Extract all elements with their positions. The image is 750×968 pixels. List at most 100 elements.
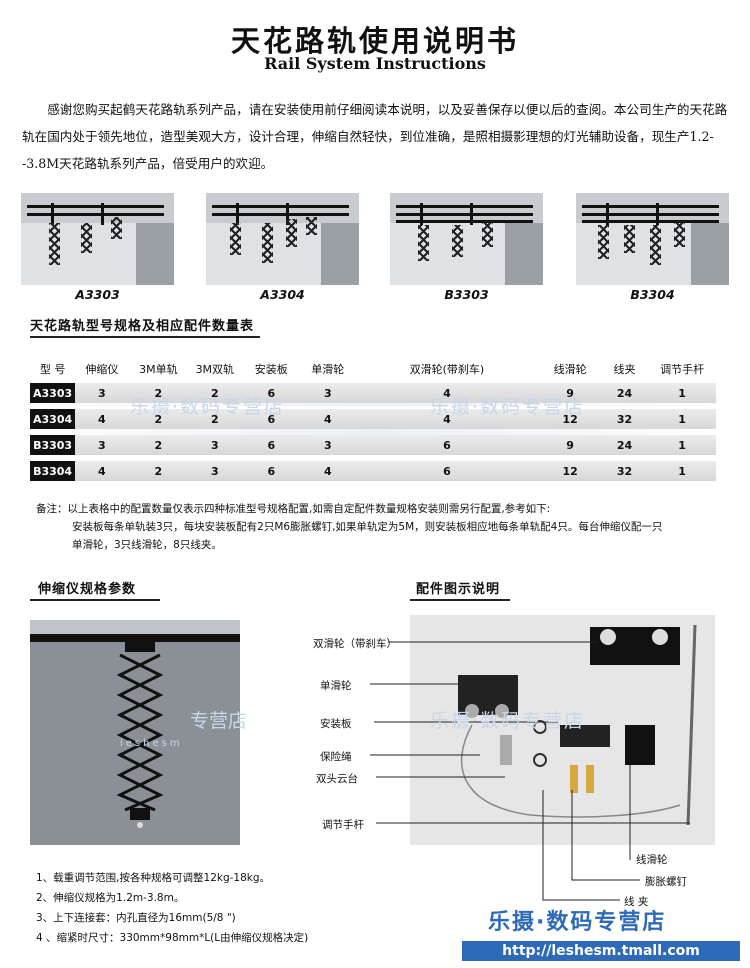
table-row: B3304 4 2 3 6 4 6 12 32 1 xyxy=(30,461,716,481)
table-header: 双滑轮(带刹车) xyxy=(409,363,485,376)
product-photo-b3303 xyxy=(390,193,543,285)
table-row: A3304 4 2 2 6 4 4 12 32 1 xyxy=(30,409,716,429)
table-cell: 2 xyxy=(188,383,242,403)
table-header: 安装板 xyxy=(254,363,288,376)
table-cell: 6 xyxy=(241,409,302,429)
table-cell: 4 xyxy=(301,409,355,429)
table-cell: 1 xyxy=(648,383,716,403)
table-cell: 9 xyxy=(539,435,601,455)
page-subtitle: Rail System Instructions xyxy=(264,54,486,73)
table-cell: 1 xyxy=(648,409,716,429)
table-title: 天花路轨型号规格及相应配件数量表 xyxy=(30,319,255,334)
label-safety-rope: 保险绳 xyxy=(320,751,352,763)
table-cell: 12 xyxy=(539,461,601,481)
spec-item: 3、上下连接套：内孔直径为16mm(5/8 ") xyxy=(36,912,236,924)
table-cell: 3 xyxy=(188,461,242,481)
table-cell: 2 xyxy=(188,409,242,429)
table-cell: 9 xyxy=(539,383,601,403)
shop-url[interactable]: http://leshesm.tmall.com xyxy=(462,941,740,961)
watermark-faint: 乐摄·数码专营店 xyxy=(430,396,586,418)
table-cell: 6 xyxy=(354,435,540,455)
table-cell: 1 xyxy=(648,435,716,455)
table-cell-model: A3303 xyxy=(30,383,76,403)
table-cell: 4 xyxy=(354,383,540,403)
table-title-underline xyxy=(30,336,260,338)
pantograph-section-title: 伸缩仪规格参数 xyxy=(38,582,137,597)
label-single-pulley: 单滑轮 xyxy=(320,680,352,692)
watermark-faint: 乐摄·数码专营店 xyxy=(130,396,286,418)
table-cell: 2 xyxy=(128,461,189,481)
table-header: 伸缩仪 xyxy=(85,363,119,376)
table-row: B3303 3 2 3 6 3 6 9 24 1 xyxy=(30,435,716,455)
table-cell: 6 xyxy=(354,461,540,481)
label-cable-clip: 线 夹 xyxy=(624,896,649,908)
spec-table: 型 号 伸缩仪 3M单轨 3M双轨 安装板 单滑轮 双滑轮(带刹车) 线滑轮 线… xyxy=(30,355,716,487)
label-expansion-screw: 膨胀螺钉 xyxy=(645,876,687,888)
table-cell: 24 xyxy=(600,383,649,403)
label-cable-pulley: 线滑轮 xyxy=(636,854,668,866)
table-cell: 4 xyxy=(354,409,540,429)
note-line: 单滑轮，3只线滑轮，8只线夹。 xyxy=(72,539,222,551)
intro-paragraph: 感谢您购买起鹤天花路轨系列产品，请在安装使用前仔细阅读本说明，以及妥善保存以便以… xyxy=(22,102,728,171)
table-header-row: 型 号 伸缩仪 3M单轨 3M双轨 安装板 单滑轮 双滑轮(带刹车) 线滑轮 线… xyxy=(30,361,716,377)
table-cell-model: A3304 xyxy=(30,409,76,429)
table-cell: 32 xyxy=(600,409,649,429)
table-cell: 1 xyxy=(648,461,716,481)
label-adjusting-rod: 调节手杆 xyxy=(322,819,364,831)
caption-a3303: A3303 xyxy=(75,287,120,302)
table-cell: 24 xyxy=(600,435,649,455)
caption-a3304: A3304 xyxy=(260,287,305,302)
note-label: 备注： xyxy=(36,503,68,515)
table-cell: 3 xyxy=(301,383,355,403)
pantograph-specs: 1、载重调节范围,按各种规格可调整12kg-18kg。 2、伸缩仪规格为1.2m… xyxy=(36,868,308,948)
product-photo-a3304 xyxy=(206,193,359,285)
label-double-pulley: 双滑轮（带刹车） xyxy=(313,638,397,650)
label-double-head: 双头云台 xyxy=(316,773,358,785)
table-header: 调节手杆 xyxy=(660,363,705,376)
parts-photo xyxy=(410,615,715,845)
table-header: 线滑轮 xyxy=(553,363,587,376)
table-cell: 3 xyxy=(75,383,129,403)
table-cell: 3 xyxy=(188,435,242,455)
watermark-site: leshesm xyxy=(120,738,183,749)
table-cell-model: B3303 xyxy=(30,435,76,455)
product-photo-a3303 xyxy=(21,193,174,285)
page-title: 天花路轨使用说明书 xyxy=(230,24,519,58)
parts-section-title: 配件图示说明 xyxy=(416,582,501,597)
note-line: 安装板每条单轨装3只，每块安装板配有2只M6膨胀螺钉,如果单轨定为5M，则安装板… xyxy=(72,521,663,533)
table-note: 备注：以上表格中的配置数量仅表示四种标准型号规格配置,如需自定配件数量规格安装则… xyxy=(36,500,726,554)
pantograph-photo xyxy=(30,620,240,845)
watermark-faint: 专营店 xyxy=(190,710,248,732)
product-photo-b3304 xyxy=(576,193,729,285)
pantograph-title-underline xyxy=(30,599,160,601)
shop-watermark: 乐摄·数码专营店 xyxy=(488,910,667,935)
spec-item: 2、伸缩仪规格为1.2m-3.8m。 xyxy=(36,892,185,904)
note-line: 以上表格中的配置数量仅表示四种标准型号规格配置,如需自定配件数量规格安装则需另行… xyxy=(67,503,551,515)
table-row: A3303 3 2 2 6 3 4 9 24 1 xyxy=(30,383,716,403)
table-cell: 2 xyxy=(128,435,189,455)
table-cell: 3 xyxy=(301,435,355,455)
table-header: 3M单轨 xyxy=(139,363,178,376)
table-header: 线夹 xyxy=(613,363,636,376)
table-header: 型 号 xyxy=(39,363,66,376)
table-cell: 4 xyxy=(75,461,129,481)
parts-title-underline xyxy=(410,599,510,601)
table-cell: 2 xyxy=(128,383,189,403)
spec-item: 1、载重调节范围,按各种规格可调整12kg-18kg。 xyxy=(36,872,271,884)
table-cell: 2 xyxy=(128,409,189,429)
watermark-faint: 乐摄·数码专营店 xyxy=(430,710,586,732)
table-cell: 32 xyxy=(600,461,649,481)
table-header: 单滑轮 xyxy=(311,363,345,376)
spec-item: 4 、缩紧时尺寸：330mm*98mm*L(L由伸缩仪规格决定) xyxy=(36,932,309,944)
table-cell: 12 xyxy=(539,409,601,429)
table-cell: 4 xyxy=(301,461,355,481)
table-cell-model: B3304 xyxy=(30,461,76,481)
label-mounting-plate: 安装板 xyxy=(320,718,352,730)
table-cell: 6 xyxy=(241,461,302,481)
table-header: 3M双轨 xyxy=(195,363,235,376)
table-cell: 6 xyxy=(241,383,302,403)
caption-b3304: B3304 xyxy=(630,287,675,302)
table-cell: 3 xyxy=(75,435,129,455)
table-cell: 4 xyxy=(75,409,129,429)
